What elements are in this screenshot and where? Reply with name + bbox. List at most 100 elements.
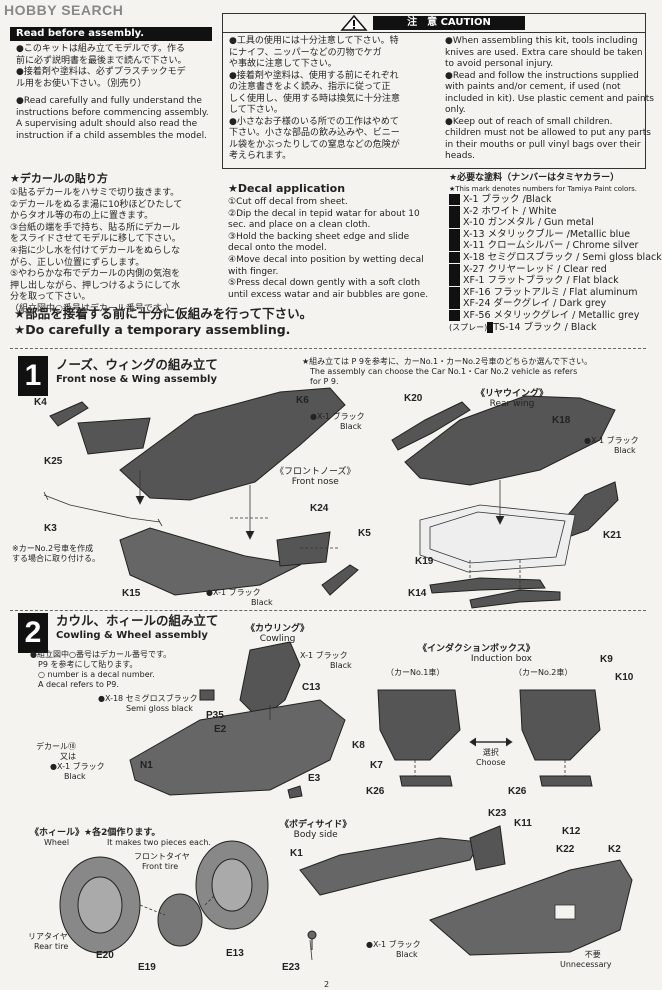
intro-en-line: A supervising adult should also read the bbox=[16, 119, 198, 129]
paint-note-semi: ●X-18 セミグロスブラック Semi gloss black bbox=[98, 694, 198, 714]
label-k14: K14 bbox=[408, 588, 427, 599]
caution-title-text: 注 意 CAUTION bbox=[407, 17, 491, 28]
part-e3-small bbox=[287, 785, 303, 799]
paint-subtitle: ★This mark denotes numbers for Tamiya Pa… bbox=[449, 185, 637, 193]
label-k25: K25 bbox=[44, 456, 63, 467]
step-2-title-jp: カウル、ホィールの組み立て bbox=[56, 613, 219, 628]
decal-jp-line: ③台紙の端を手で持ち、貼る所にデカール bbox=[10, 222, 181, 233]
front-nose-title: 《フロントノーズ》 Front nose bbox=[275, 467, 356, 487]
label-k26-a: K26 bbox=[366, 786, 385, 797]
car2-label: （カーNo.2車） bbox=[514, 668, 573, 677]
part-k26-base-a bbox=[399, 775, 453, 787]
caution-box: 注 意 CAUTION ●工具の使用には十分注意して下さい。特 にナイフ、ニッパ… bbox=[222, 13, 654, 169]
decal-en-line: ③Hold the backing sheet edge and slide bbox=[228, 231, 410, 242]
front-tire-label: フロントタイヤ Front tire bbox=[134, 852, 190, 872]
intro-jp-line: ●このキットは組み立てモデルです。作る bbox=[16, 44, 185, 54]
part-k26-base-b bbox=[539, 775, 593, 787]
paint-swatch bbox=[449, 217, 460, 229]
paint-note-bodyside: ●X-1 ブラック Black bbox=[366, 940, 421, 960]
choose-jp: 選択 bbox=[482, 748, 499, 757]
bodyside-jp: 《ボディサイド》 bbox=[280, 820, 352, 830]
caution-en-line: only. bbox=[445, 105, 466, 115]
caution-jp-line: ル袋をかぶったりしての窒息などの危険が bbox=[229, 139, 400, 150]
paint-swatch bbox=[449, 298, 460, 310]
part-k14-skirt-a bbox=[429, 577, 546, 594]
paint-swatch bbox=[449, 286, 460, 298]
decal-jp-line: をスライドさせてモデルに移して下さい。 bbox=[10, 234, 181, 245]
paint-note-semi-en: Semi gloss black bbox=[126, 704, 193, 713]
step-1-title-en: Front nose & Wing assembly bbox=[56, 374, 217, 385]
paint-item: X-10 ガンメタル / Gun metal bbox=[449, 217, 646, 229]
intro-jp: ●このキットは組み立てモデルです。作る 前に必ず説明書を最後まで読んで下さい。 … bbox=[16, 44, 187, 90]
label-k20: K20 bbox=[404, 393, 423, 404]
decal-en-line: ②Dip the decal in tepid watar for about … bbox=[228, 208, 420, 219]
decal-note-black: Black bbox=[64, 772, 86, 781]
decal-jp-line: がら、正しい位置にずらします。 bbox=[10, 257, 145, 268]
decal-en-line: ④Move decal into position by wetting dec… bbox=[228, 254, 424, 265]
paint-item-label: X-2 ホワイト / White bbox=[463, 205, 557, 217]
paint-note-k15: ●X-1 ブラック Black bbox=[206, 588, 273, 608]
caution-jp-line: 考えられます。 bbox=[229, 151, 292, 161]
caution-en: ●When assembling this kit, tools includi… bbox=[445, 36, 654, 163]
decal-jp-line: からタオル等の布の上に置きます。 bbox=[10, 211, 154, 222]
front-nose-en: Front nose bbox=[291, 477, 339, 487]
assemble-note-jp: ★部品を接着する前に十分に仮組みを行って下さい。 bbox=[14, 306, 313, 321]
decal-jp-title: ★デカールの貼り方 bbox=[10, 172, 108, 185]
part-front-tire-inner bbox=[211, 858, 253, 912]
label-e20: E20 bbox=[96, 950, 114, 961]
label-e3: E3 bbox=[308, 773, 321, 784]
step-2-note-jp2: P9 を参考にして貼ります。 bbox=[38, 660, 138, 669]
step-2-title-en: Cowling & Wheel assembly bbox=[56, 630, 208, 641]
decal-jp-section: ★デカールの貼り方 ①貼るデカールをハサミで切り抜きます。 ②デカールをぬるま湯… bbox=[10, 170, 182, 316]
caution-jp-line: ●接着剤や塗料は、使用する前にそれぞれ bbox=[229, 70, 399, 81]
decal-en-line: decal onto the model. bbox=[228, 243, 327, 254]
decal-en-line: with finger. bbox=[228, 266, 279, 277]
intro-jp-line: ●接着剤や塗料は、必ずプラスチックモデ bbox=[16, 67, 186, 77]
label-k6: K6 bbox=[296, 395, 309, 406]
paint-item-label: X-13 メタリックブルー /Metallic blue bbox=[463, 228, 631, 240]
step-1-note-en2: for P 9. bbox=[310, 377, 339, 386]
step-2-note: ●組立図中○番号はデカール番号です。 P9 を参考にして貼ります。 ○ numb… bbox=[30, 650, 171, 690]
decal-jp-line: 分を取って下さい。 bbox=[10, 292, 91, 303]
paint-note-semi-jp: ●X-18 セミグロスブラック bbox=[98, 694, 198, 703]
label-k15: K15 bbox=[122, 588, 141, 599]
caution-jp-line: しく使用し、使用する時は換気に十分注意 bbox=[229, 93, 401, 104]
paint-note-k18-en: Black bbox=[614, 446, 636, 455]
part-e23-pin bbox=[307, 930, 317, 950]
paint-note-k15-en: Black bbox=[251, 598, 273, 607]
part-k4-wing bbox=[49, 401, 89, 427]
car2-note: ※カーNo.2号車を作成 する場合に取り付ける。 bbox=[12, 544, 100, 564]
label-k8: K8 bbox=[352, 740, 365, 751]
induction-en: Induction box bbox=[470, 654, 532, 664]
caution-jp-line: の注意書きをよく読み、指示に従って正 bbox=[229, 82, 391, 92]
paint-note-bodyside-jp: ●X-1 ブラック bbox=[366, 940, 421, 949]
step-2-number: 2 bbox=[18, 613, 48, 653]
label-k23: K23 bbox=[488, 808, 507, 819]
label-k7: K7 bbox=[370, 760, 383, 771]
paint-item: X-2 ホワイト / White bbox=[449, 205, 646, 218]
paint-item-label: X-1 ブラック /Black bbox=[463, 194, 552, 205]
step-2-note-en1: ○ number is a decal number. bbox=[38, 670, 155, 679]
paint-item-spray: (スプレー)TS-14 ブラック / Black bbox=[449, 321, 646, 334]
decal-en-line: sec. and place on a clean cloth. bbox=[228, 220, 371, 231]
caution-jp: ●工具の使用には十分注意して下さい。特 にナイフ、ニッパーなどの刃物でケガ や事… bbox=[229, 36, 400, 163]
bodyside-en: Body side bbox=[293, 830, 338, 840]
front-tire-en: Front tire bbox=[142, 862, 179, 871]
step-1-title: ノーズ、ウィングの組み立て Front nose & Wing assembly bbox=[56, 357, 218, 386]
paint-note-cowl: X-1 ブラック Black bbox=[300, 651, 352, 671]
label-k3: K3 bbox=[44, 523, 57, 534]
cowling-en: Cowling bbox=[259, 634, 296, 644]
cowling-title: 《カウリング》 Cowling bbox=[246, 624, 309, 644]
paint-item-label: X-10 ガンメタル / Gun metal bbox=[463, 217, 594, 229]
paint-swatch bbox=[449, 263, 460, 275]
label-k1: K1 bbox=[290, 848, 303, 859]
part-k24-plate bbox=[276, 531, 331, 567]
label-k19: K19 bbox=[415, 556, 434, 567]
unnecessary-jp: 不要 bbox=[584, 950, 601, 959]
part-k23-plate bbox=[469, 825, 506, 871]
paint-item: XF-56 メタリックグレイ / Metallic grey bbox=[449, 309, 646, 322]
part-k3-rod bbox=[43, 494, 161, 523]
part-n1-cowl bbox=[129, 699, 346, 796]
intro-en-line: instruction if a child assembles the mod… bbox=[16, 130, 208, 141]
paint-item-label: X-11 クロームシルバー / Chrome silver bbox=[463, 240, 639, 252]
